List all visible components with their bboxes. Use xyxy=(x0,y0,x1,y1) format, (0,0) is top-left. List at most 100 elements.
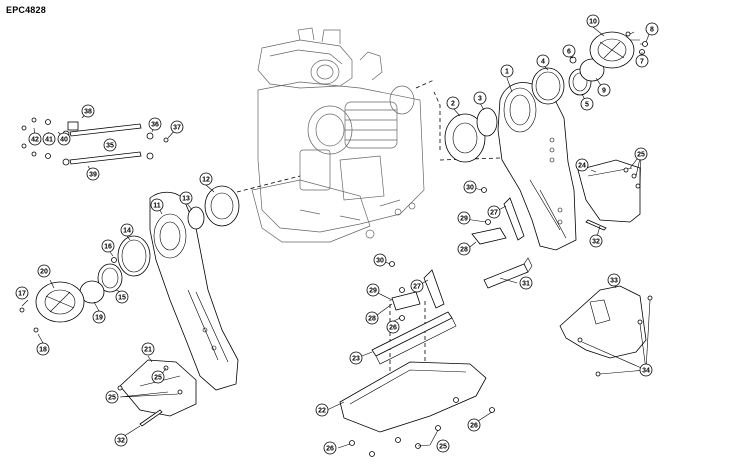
engine-assembly xyxy=(251,27,425,243)
callout-36: 36 xyxy=(148,117,162,131)
callout-label: 2 xyxy=(451,100,455,107)
bar-31 xyxy=(483,257,533,289)
cover-24 xyxy=(577,159,641,231)
callout-label: 20 xyxy=(40,268,48,275)
callout-21: 21 xyxy=(141,342,155,356)
callout-18: 18 xyxy=(36,342,50,356)
callout-label: 6 xyxy=(567,48,571,55)
callout-label: 22 xyxy=(318,407,326,414)
callout-label: 28 xyxy=(460,246,468,253)
callout-39: 39 xyxy=(86,167,100,181)
callout-label: 42 xyxy=(31,136,39,143)
callout-circle xyxy=(179,191,193,205)
callout-label: 23 xyxy=(352,355,360,362)
callout-4: 4 xyxy=(536,54,550,68)
callout-31: 31 xyxy=(519,276,533,290)
callout-30: 30 xyxy=(463,180,477,194)
callout-circle xyxy=(586,14,600,28)
callout-circle xyxy=(170,120,184,134)
callout-22: 22 xyxy=(315,403,329,417)
callout-label: 5 xyxy=(585,101,589,108)
callout-label: 27 xyxy=(413,283,421,290)
callout-circle xyxy=(473,91,487,105)
callout-12: 12 xyxy=(199,172,213,186)
ring-parts-left xyxy=(19,185,240,333)
callout-circle xyxy=(365,311,379,325)
callout-circle xyxy=(634,147,648,161)
right-upper-parts xyxy=(444,31,648,251)
callout-label: 4 xyxy=(541,58,545,65)
callout-19: 19 xyxy=(92,310,106,324)
callout-32: 32 xyxy=(114,433,128,447)
callout-8: 8 xyxy=(645,22,659,36)
callout-circle xyxy=(645,22,659,36)
callout-29: 29 xyxy=(366,283,380,297)
callout-14: 14 xyxy=(120,223,134,237)
callout-circle xyxy=(589,234,603,248)
callout-32: 32 xyxy=(589,234,603,248)
lever-27-upper xyxy=(471,187,525,245)
callout-16: 16 xyxy=(101,239,115,253)
callout-circle xyxy=(92,310,106,324)
callout-circle xyxy=(199,172,213,186)
callout-28: 28 xyxy=(457,242,471,256)
callout-label: 25 xyxy=(154,374,162,381)
callout-circle xyxy=(597,83,611,97)
callout-1: 1 xyxy=(500,64,514,78)
callout-label: 25 xyxy=(637,151,645,158)
callout-circle xyxy=(114,433,128,447)
callout-41: 41 xyxy=(42,132,56,146)
callout-40: 40 xyxy=(57,132,71,146)
plate-22 xyxy=(339,361,495,457)
callout-circle xyxy=(467,418,481,432)
callout-label: 27 xyxy=(490,209,498,216)
callout-label: 7 xyxy=(640,58,644,65)
callout-2: 2 xyxy=(446,96,460,110)
callout-label: 25 xyxy=(108,394,116,401)
callout-label: 25 xyxy=(439,443,447,450)
callout-26: 26 xyxy=(467,418,481,432)
callout-label: 1 xyxy=(505,68,509,75)
callout-circle xyxy=(81,104,95,118)
callout-circle xyxy=(366,283,380,297)
callout-circle xyxy=(500,64,514,78)
callout-label: 30 xyxy=(466,184,474,191)
callout-circle xyxy=(635,54,649,68)
callout-25: 25 xyxy=(151,370,165,384)
callout-circle xyxy=(373,253,387,267)
callout-6: 6 xyxy=(562,44,576,58)
callout-15: 15 xyxy=(115,290,129,304)
bracket-21 xyxy=(117,359,197,427)
callout-label: 37 xyxy=(173,124,181,131)
callout-label: 34 xyxy=(642,367,650,374)
callout-25: 25 xyxy=(436,439,450,453)
callout-26: 26 xyxy=(386,320,400,334)
callout-circle xyxy=(639,363,653,377)
callout-label: 29 xyxy=(369,287,377,294)
callout-circle xyxy=(463,180,477,194)
callout-25: 25 xyxy=(634,147,648,161)
lever-27-lower xyxy=(389,261,445,321)
callout-30: 30 xyxy=(373,253,387,267)
callout-label: 32 xyxy=(592,238,600,245)
callout-label: 15 xyxy=(118,294,126,301)
callout-circle xyxy=(386,320,400,334)
callout-circle xyxy=(323,441,337,455)
cover-33 xyxy=(559,285,653,377)
callout-11: 11 xyxy=(150,198,164,212)
callout-circle xyxy=(457,242,471,256)
callout-label: 3 xyxy=(478,95,482,102)
callout-37: 37 xyxy=(170,120,184,134)
callout-label: 31 xyxy=(522,280,530,287)
callout-circle xyxy=(141,342,155,356)
callout-label: 39 xyxy=(89,171,97,178)
callout-35: 35 xyxy=(103,138,117,152)
callout-circle xyxy=(536,54,550,68)
callout-9: 9 xyxy=(597,83,611,97)
callout-circle xyxy=(410,279,424,293)
callout-17: 17 xyxy=(15,286,29,300)
callout-label: 18 xyxy=(39,346,47,353)
callout-7: 7 xyxy=(635,54,649,68)
callout-circle xyxy=(115,290,129,304)
